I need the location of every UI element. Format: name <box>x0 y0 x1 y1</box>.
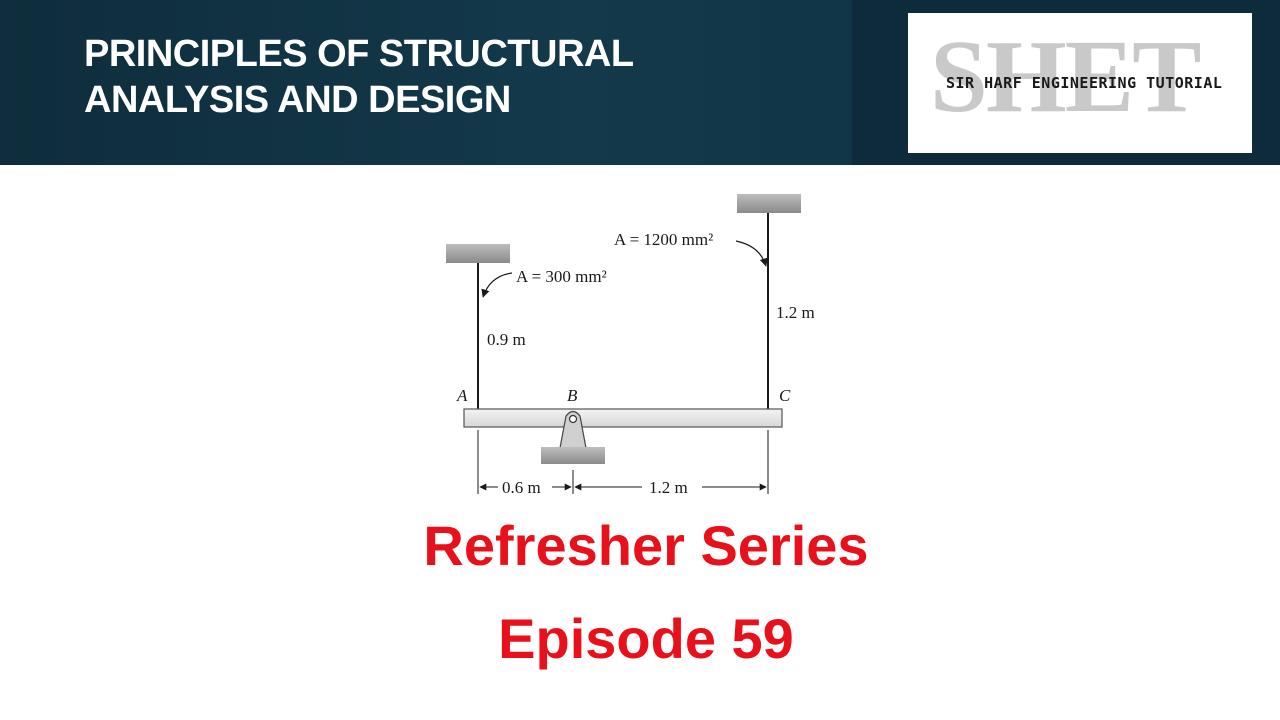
pin-support <box>559 410 587 449</box>
title-line-1: PRINCIPLES OF STRUCTURAL <box>84 33 634 75</box>
point-b-label: B <box>567 386 578 405</box>
rod-left-length-label: 0.9 m <box>487 330 526 349</box>
series-caption: Refresher Series <box>423 514 869 577</box>
dim-bc-label: 1.2 m <box>649 478 688 497</box>
page-title: PRINCIPLES OF STRUCTURAL ANALYSIS AND DE… <box>84 31 634 123</box>
dim-ab-label: 0.6 m <box>502 478 541 497</box>
rod-right-area-label: A = 1200 mm² <box>614 230 713 249</box>
rod-right-length-label: 1.2 m <box>776 303 815 322</box>
leader-arrow-left <box>481 272 513 298</box>
channel-logo: SHET SIR HARF ENGINEERING TUTORIAL <box>908 13 1252 153</box>
episode-caption: Episode 59 <box>498 607 794 670</box>
title-line-2: ANALYSIS AND DESIGN <box>84 79 511 121</box>
rigid-beam <box>463 408 783 428</box>
leader-arrow-right <box>735 240 768 267</box>
point-a-label: A <box>456 386 468 405</box>
pin-icon <box>568 414 578 424</box>
structural-diagram: A = 300 mm² 0.9 m A = 1200 mm² 1.2 m A B… <box>446 194 815 497</box>
ceiling-support-left <box>446 244 510 263</box>
logo-watermark-letters: SHET <box>930 19 1201 134</box>
point-c-label: C <box>779 386 791 405</box>
ceiling-support-right <box>737 194 801 213</box>
logo-subtitle: SIR HARF ENGINEERING TUTORIAL <box>946 74 1223 92</box>
rod-left-area-label: A = 300 mm² <box>516 267 607 286</box>
ground-block <box>541 447 605 464</box>
